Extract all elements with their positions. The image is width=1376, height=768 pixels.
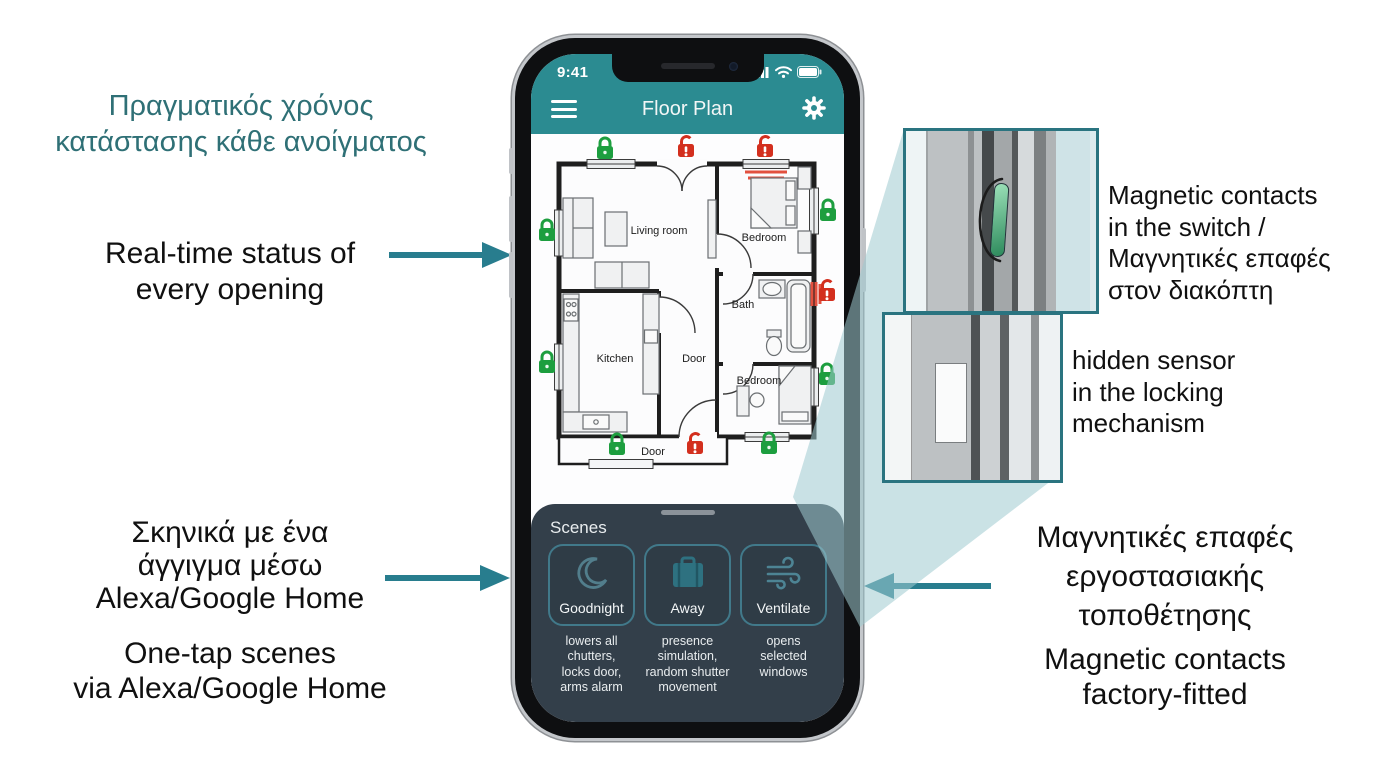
room-label-bedroom-top: Bedroom: [742, 232, 787, 244]
scenes-panel: Scenes Goodnight: [531, 504, 844, 722]
arrow-right-icon: [389, 242, 512, 268]
wifi-icon: [775, 66, 792, 78]
annotation-realtime-greek: Πραγματικός χρόνος κατάστασης κάθε ανοίγ…: [55, 90, 427, 159]
annotation-scenes-greek: Σκηνικά με ένα άγγιγμα μέσω Alexa/Google…: [95, 516, 365, 615]
mute-switch: [509, 148, 513, 174]
settings-gear-button[interactable]: [802, 96, 826, 120]
menu-button[interactable]: [551, 100, 577, 118]
sensor-wire: [978, 177, 1004, 263]
annotation-magnetic-switch: Magnetic contacts in the switch / Μαγνητ…: [1108, 180, 1331, 306]
wind-icon: [742, 546, 825, 600]
hidden-sensor-block: [935, 363, 967, 443]
scene-label: Goodnight: [559, 600, 624, 616]
scene-button-goodnight[interactable]: Goodnight: [548, 544, 635, 626]
page-title: Floor Plan: [641, 98, 734, 120]
annotation-factory-en: Magnetic contacts factory-fitted: [1044, 643, 1286, 712]
alarm-unlocked-icon: [755, 135, 775, 159]
floor-plan-view: Living room Bedroom Bath Kitchen Door Be…: [531, 134, 844, 504]
room-label-bath: Bath: [732, 299, 755, 311]
room-label-bedroom-bottom: Bedroom: [737, 375, 782, 387]
annotation-factory-greek: Μαγνητικές επαφές εργοστασιακής τοποθέτη…: [1036, 521, 1294, 632]
volume-down-button: [509, 252, 513, 298]
arrow-left-icon: [864, 573, 991, 599]
scene-description-away: presence simulation, random shutter move…: [645, 634, 730, 694]
scene-button-ventilate[interactable]: Ventilate: [740, 544, 827, 626]
locked-icon: [818, 198, 838, 223]
room-label-kitchen: Kitchen: [597, 353, 634, 365]
room-label-living: Living room: [631, 225, 688, 237]
moon-icon: [550, 546, 633, 600]
room-label-hall-door: Door: [682, 353, 706, 365]
front-camera: [728, 62, 738, 71]
speaker-slot: [660, 63, 715, 69]
phone-mockup: 9:41: [509, 38, 866, 738]
scene-button-away[interactable]: Away: [644, 544, 731, 626]
phone-notch: [611, 54, 764, 82]
locked-icon: [817, 362, 837, 387]
detail-image-hidden-sensor: [882, 312, 1063, 483]
alarm-unlocked-icon: [676, 135, 696, 159]
scenes-title: Scenes: [550, 518, 607, 537]
battery-icon: [797, 66, 822, 78]
annotation-realtime-en: Real-time status of every opening: [104, 237, 356, 306]
locked-icon: [537, 218, 557, 243]
volume-up-button: [509, 196, 513, 242]
annotation-scenes-en: One-tap scenes via Alexa/Google Home: [73, 637, 387, 706]
phone-screen: 9:41: [531, 54, 844, 722]
room-label-entrance-door: Door: [641, 446, 665, 458]
locked-icon: [595, 136, 615, 161]
status-time: 9:41: [557, 64, 589, 81]
drag-handle[interactable]: [660, 510, 715, 515]
locked-icon: [537, 350, 557, 375]
suitcase-icon: [646, 546, 729, 600]
annotation-hidden-sensor: hidden sensor in the locking mechanism: [1072, 345, 1236, 439]
scene-label: Ventilate: [756, 600, 811, 616]
scene-label: Away: [670, 600, 705, 616]
alarm-unlocked-icon: [817, 279, 837, 303]
door-arcs: [656, 165, 754, 438]
scene-description-goodnight: lowers all chutters, locks door, arms al…: [560, 634, 623, 694]
scene-description-ventilate: opens selected windows: [759, 634, 808, 679]
detail-image-magnetic-contact: [903, 128, 1099, 314]
power-button: [862, 228, 866, 292]
